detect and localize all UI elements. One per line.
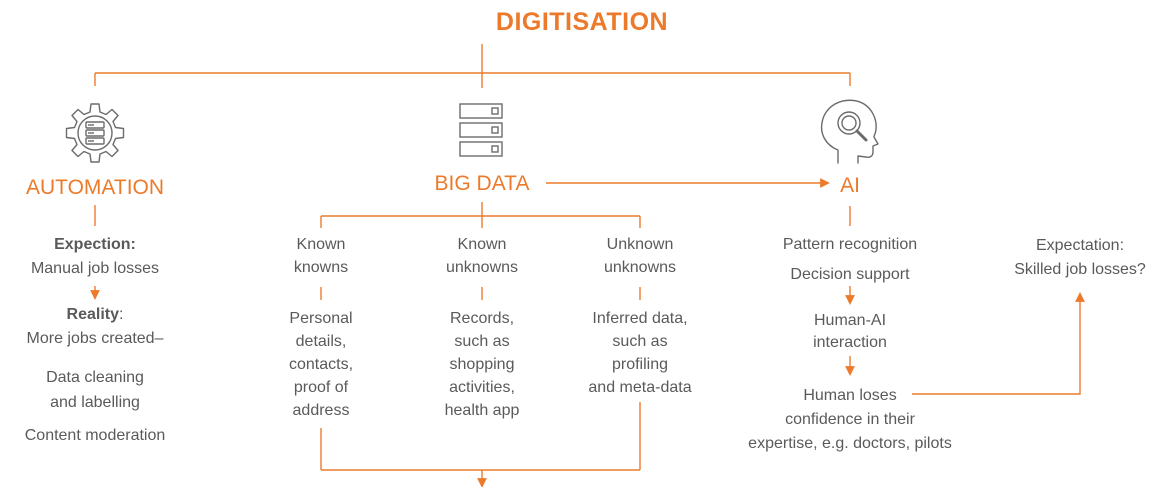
ai-outcome: Human loses confidence in their expertis…: [720, 384, 980, 456]
head-magnifier-icon: [820, 99, 879, 164]
example-line: address: [292, 402, 350, 419]
reality-colon: :: [119, 306, 124, 323]
outcome-line: confidence in their: [785, 411, 915, 428]
example-line: health app: [444, 402, 520, 419]
automation-reality-line: Content moderation: [24, 427, 166, 444]
automation-reality-label: Reality:: [5, 304, 185, 325]
example-line: and meta-data: [588, 379, 692, 396]
automation-reality-line: and labelling: [50, 394, 140, 411]
category-known-unknowns: Known unknowns: [412, 234, 552, 278]
interaction-line: interaction: [813, 334, 887, 351]
category-line: Known: [296, 236, 346, 253]
automation-expectation-text: Manual job losses: [30, 260, 160, 277]
example-line: such as: [612, 333, 668, 350]
category-unknown-unknowns: Unknown unknowns: [570, 234, 710, 278]
category-line: Unknown: [606, 236, 674, 253]
reality-label: Reality: [66, 306, 119, 323]
loss-to-expectation-arrow: [912, 292, 1085, 395]
example-line: activities,: [449, 379, 515, 396]
example-line: contacts,: [288, 356, 354, 373]
known-knowns-examples: Personal details, contacts, proof of add…: [251, 307, 391, 422]
expectation-line: Expectation:: [1035, 237, 1125, 254]
ai-heading: AI: [840, 174, 860, 197]
category-line: knowns: [293, 259, 349, 276]
bigdata-heading: BIG DATA: [434, 172, 530, 195]
automation-heading: AUTOMATION: [25, 176, 165, 199]
outcome-line: Human loses: [803, 387, 897, 404]
category-line: Known: [457, 236, 507, 253]
ai-pattern-recognition: Pattern recognition: [782, 236, 918, 253]
example-line: Inferred data,: [592, 310, 688, 327]
example-line: Records,: [449, 310, 515, 327]
interaction-line: Human-AI: [813, 312, 887, 329]
example-line: proof of: [293, 379, 349, 396]
example-line: shopping: [449, 356, 515, 373]
automation-expectation-label: Expection:: [54, 236, 136, 253]
example-line: details,: [295, 333, 347, 350]
unknown-unknowns-examples: Inferred data, such as profiling and met…: [565, 307, 715, 399]
example-line: such as: [454, 333, 510, 350]
example-line: profiling: [611, 356, 669, 373]
category-known-knowns: Known knowns: [261, 234, 381, 278]
ai-decision-support: Decision support: [790, 266, 910, 283]
gear-server-icon: [65, 103, 125, 163]
ai-interaction: Human-AI interaction: [750, 310, 950, 354]
category-line: unknowns: [603, 259, 677, 276]
example-line: Personal: [289, 310, 353, 327]
known-unknowns-examples: Records, such as shopping activities, he…: [412, 307, 552, 422]
skilled-expectation: Expectation: Skilled job losses?: [990, 234, 1164, 282]
expectation-line: Skilled job losses?: [1014, 261, 1146, 278]
outcome-line: expertise, e.g. doctors, pilots: [748, 435, 952, 452]
diagram-title: DIGITISATION: [495, 8, 669, 36]
automation-reality-line: More jobs created–: [26, 330, 164, 347]
automation-reality-line: Data cleaning: [46, 369, 144, 386]
category-line: unknowns: [445, 259, 519, 276]
server-stack-icon: [459, 103, 503, 157]
